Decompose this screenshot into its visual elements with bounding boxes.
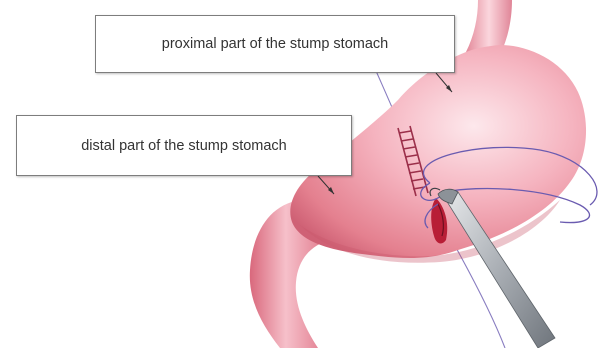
callout-proximal: proximal part of the stump stomach	[95, 15, 455, 73]
label-distal-stump: distal part of the stump stomach	[81, 138, 287, 154]
label-proximal-stump: proximal part of the stump stomach	[162, 36, 388, 52]
callout-distal: distal part of the stump stomach	[16, 115, 352, 176]
